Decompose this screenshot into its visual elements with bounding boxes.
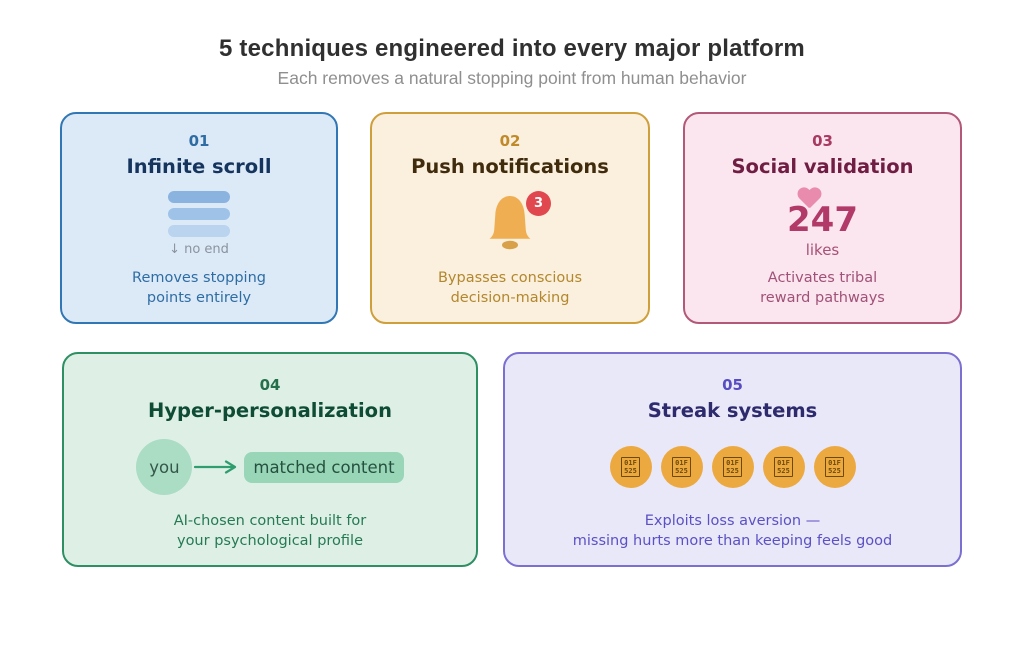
card-number: 01	[188, 132, 210, 150]
card-caption: Removes stopping points entirely	[132, 269, 266, 308]
you-to-content-flow: you matched content	[136, 439, 404, 495]
page-subtitle: Each removes a natural stopping point fr…	[277, 68, 747, 88]
you-node: you	[136, 439, 193, 495]
scroll-bar	[168, 190, 230, 203]
card-caption: Activates tribal reward pathways	[760, 269, 885, 308]
card-caption: Bypasses conscious decision-making	[438, 269, 582, 308]
caption-line: decision-making	[450, 289, 570, 306]
scroll-bar	[168, 224, 230, 237]
card-caption: AI-chosen content built for your psychol…	[174, 512, 367, 551]
caption-line: Activates tribal	[767, 270, 878, 286]
card-infinite-scroll: 01 Infinite scroll ↓ no end Removes stop…	[60, 112, 338, 324]
card-title: Streak systems	[647, 399, 818, 422]
caption-line: Removes stopping	[132, 270, 266, 286]
scroll-bar	[168, 207, 230, 220]
matched-content-node: matched content	[244, 451, 404, 483]
notification-badge: 3	[526, 190, 551, 216]
card-number: 05	[722, 376, 743, 394]
likes-label: likes	[805, 241, 840, 259]
card-social-validation: 03 Social validation 247 likes Activates…	[683, 112, 962, 324]
card-title: Push notifications	[411, 155, 609, 178]
card-number: 04	[259, 376, 281, 394]
caption-line: Exploits loss aversion —	[644, 513, 821, 529]
no-end-label: ↓ no end	[169, 241, 229, 257]
card-number: 02	[499, 132, 521, 150]
card-visual: ↓ no end	[168, 178, 230, 269]
page-title: 5 techniques engineered into every major…	[219, 35, 805, 62]
caption-line: your psychological profile	[176, 532, 363, 549]
card-title: Social validation	[731, 155, 914, 178]
caption-line: AI-chosen content built for	[173, 513, 367, 529]
caption-line: Bypasses conscious	[437, 270, 583, 286]
bell-icon: 3	[476, 190, 551, 254]
caption-line: missing hurts more than keeping feels go…	[572, 532, 893, 549]
card-caption: Exploits loss aversion — missing hurts m…	[573, 512, 892, 551]
card-visual: 3	[476, 178, 551, 269]
bell-shape	[489, 195, 531, 249]
likes-counter: 247 likes	[787, 188, 858, 259]
card-visual: 247 likes	[787, 178, 858, 269]
heart-icon	[797, 188, 821, 209]
card-number: 03	[812, 132, 833, 150]
card-hyper-personalization: 04 Hyper-personalization you matched con…	[62, 352, 478, 567]
card-push-notifications: 02 Push notifications 3 Bypasses conscio…	[370, 112, 650, 324]
caption-line: points entirely	[146, 289, 252, 306]
right-arrow-icon	[194, 460, 237, 474]
caption-line: reward pathways	[760, 289, 885, 306]
scroll-bars-icon	[168, 190, 230, 237]
card-title: Hyper-personalization	[148, 399, 392, 422]
card-visual: you matched content	[136, 422, 404, 512]
card-title: Infinite scroll	[126, 155, 272, 178]
